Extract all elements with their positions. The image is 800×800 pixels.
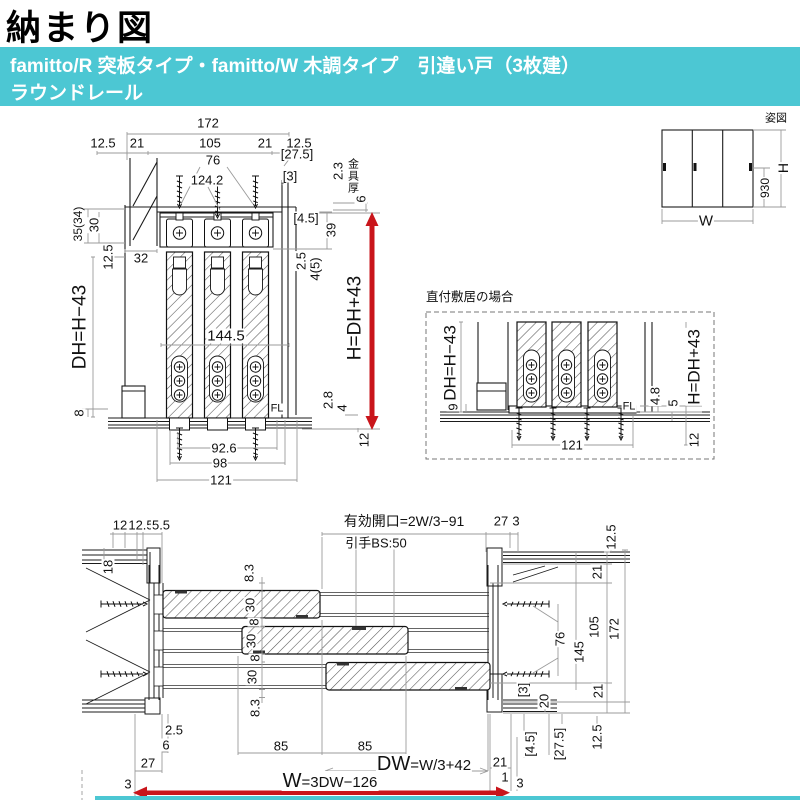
banner-line1: famitto/R 突板タイプ・famitto/W 木調タイプ 引違い戸（3枚建… [10,56,580,77]
product-banner: famitto/R 突板タイプ・famitto/W 木調タイプ 引違い戸（3枚建… [0,47,800,106]
elevation-view [661,129,786,224]
detail-box-border [425,311,715,460]
door-panels-plan [162,589,491,691]
handle-recesses [175,590,467,690]
door-panels-section [167,252,269,430]
door-handles [663,163,752,171]
bottom-section-divider [95,796,800,800]
floor-screws [175,427,260,461]
vertical-section [82,132,380,482]
sill-detail [425,311,715,460]
height-arrow [365,212,379,430]
page-title: 納まり図 [6,9,155,48]
banner-line2: ラウンドレール [10,83,144,104]
plan-section [81,532,630,800]
width-arrow [133,786,510,799]
